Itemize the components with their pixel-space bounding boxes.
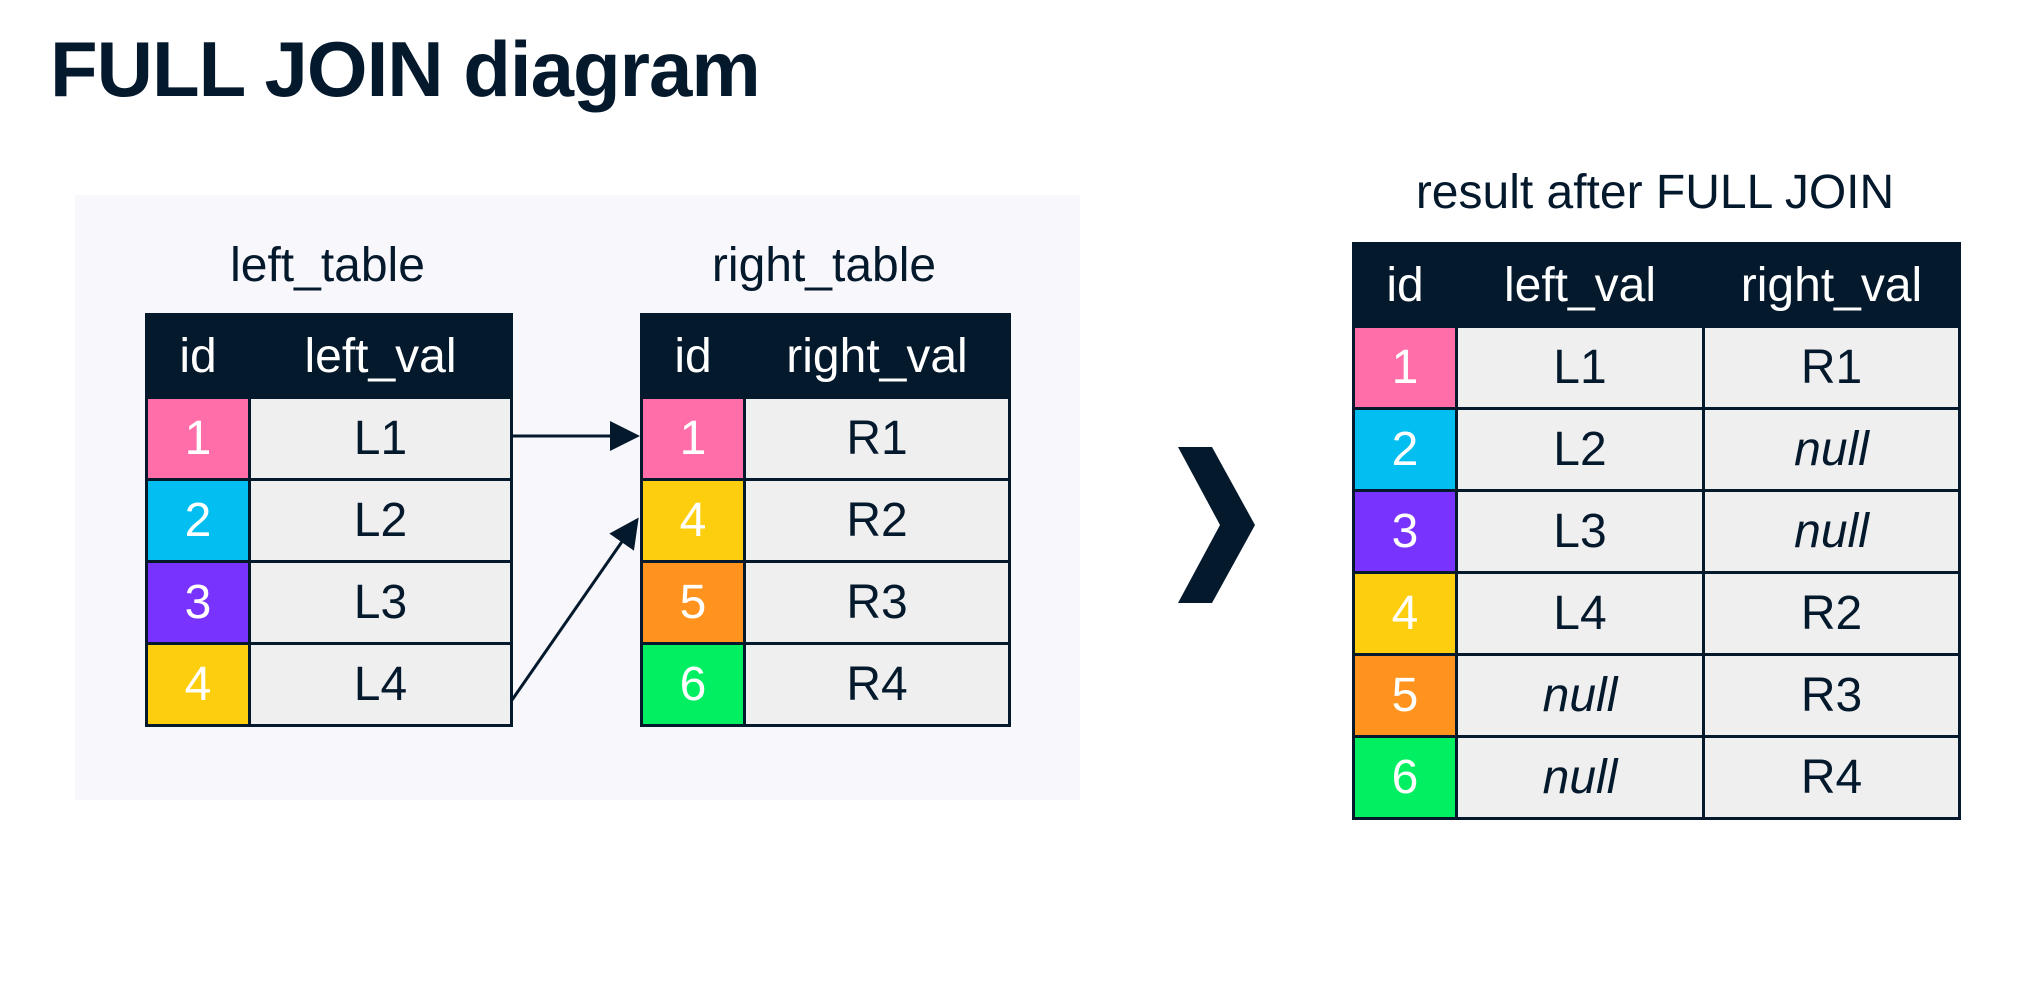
id-cell: 3 <box>145 560 251 645</box>
column-header-left-val: left_val <box>248 313 513 399</box>
page-title: FULL JOIN diagram <box>50 25 761 113</box>
value-cell: L4 <box>248 642 513 727</box>
value-cell: R4 <box>743 642 1011 727</box>
left-val-cell: L3 <box>1455 489 1705 574</box>
table-row: 6 R4 <box>640 642 1011 727</box>
id-cell: 5 <box>1352 653 1458 738</box>
id-cell: 2 <box>1352 407 1458 492</box>
column-header-id: id <box>1352 242 1458 328</box>
left-table: id left_val 1 L1 2 L2 3 L3 4 L4 <box>145 313 513 727</box>
left-val-cell: null <box>1455 653 1705 738</box>
column-header-right-val: right_val <box>1702 242 1961 328</box>
table-header-row: id right_val <box>640 313 1011 399</box>
table-row: 4 L4 R2 <box>1352 571 1961 656</box>
value-cell: R3 <box>743 560 1011 645</box>
id-cell: 4 <box>1352 571 1458 656</box>
right-val-cell: R3 <box>1702 653 1961 738</box>
right-val-cell: null <box>1702 407 1961 492</box>
id-cell: 1 <box>1352 325 1458 410</box>
table-row: 1 L1 <box>145 396 513 481</box>
table-row: 3 L3 null <box>1352 489 1961 574</box>
result-table-caption: result after FULL JOIN <box>1415 166 1895 219</box>
table-row: 5 null R3 <box>1352 653 1961 738</box>
table-row: 3 L3 <box>145 560 513 645</box>
value-cell: L3 <box>248 560 513 645</box>
table-row: 1 L1 R1 <box>1352 325 1961 410</box>
left-val-cell: L2 <box>1455 407 1705 492</box>
value-cell: L2 <box>248 478 513 563</box>
left-val-cell: null <box>1455 735 1705 820</box>
id-cell: 6 <box>1352 735 1458 820</box>
table-header-row: id left_val <box>145 313 513 399</box>
table-row: 2 L2 null <box>1352 407 1961 492</box>
right-table-caption: right_table <box>711 239 937 292</box>
right-val-cell: null <box>1702 489 1961 574</box>
right-val-cell: R4 <box>1702 735 1961 820</box>
result-table: id left_val right_val 1 L1 R1 2 L2 null … <box>1352 242 1961 820</box>
column-header-right-val: right_val <box>743 313 1011 399</box>
id-cell: 5 <box>640 560 746 645</box>
column-header-id: id <box>640 313 746 399</box>
table-header-row: id left_val right_val <box>1352 242 1961 328</box>
right-val-cell: R1 <box>1702 325 1961 410</box>
right-table: id right_val 1 R1 4 R2 5 R3 6 R4 <box>640 313 1011 727</box>
value-cell: R1 <box>743 396 1011 481</box>
id-cell: 3 <box>1352 489 1458 574</box>
id-cell: 1 <box>640 396 746 481</box>
table-row: 5 R3 <box>640 560 1011 645</box>
left-table-caption: left_table <box>230 239 425 292</box>
left-val-cell: L4 <box>1455 571 1705 656</box>
right-val-cell: R2 <box>1702 571 1961 656</box>
id-cell: 4 <box>640 478 746 563</box>
id-cell: 4 <box>145 642 251 727</box>
column-header-left-val: left_val <box>1455 242 1705 328</box>
table-row: 4 L4 <box>145 642 513 727</box>
join-link-id-4 <box>510 517 639 701</box>
table-row: 6 null R4 <box>1352 735 1961 820</box>
table-row: 2 L2 <box>145 478 513 563</box>
id-cell: 1 <box>145 396 251 481</box>
chevron-right-icon <box>1178 447 1255 603</box>
value-cell: R2 <box>743 478 1011 563</box>
id-cell: 6 <box>640 642 746 727</box>
column-header-id: id <box>145 313 251 399</box>
left-val-cell: L1 <box>1455 325 1705 410</box>
table-row: 1 R1 <box>640 396 1011 481</box>
value-cell: L1 <box>248 396 513 481</box>
table-row: 4 R2 <box>640 478 1011 563</box>
id-cell: 2 <box>145 478 251 563</box>
